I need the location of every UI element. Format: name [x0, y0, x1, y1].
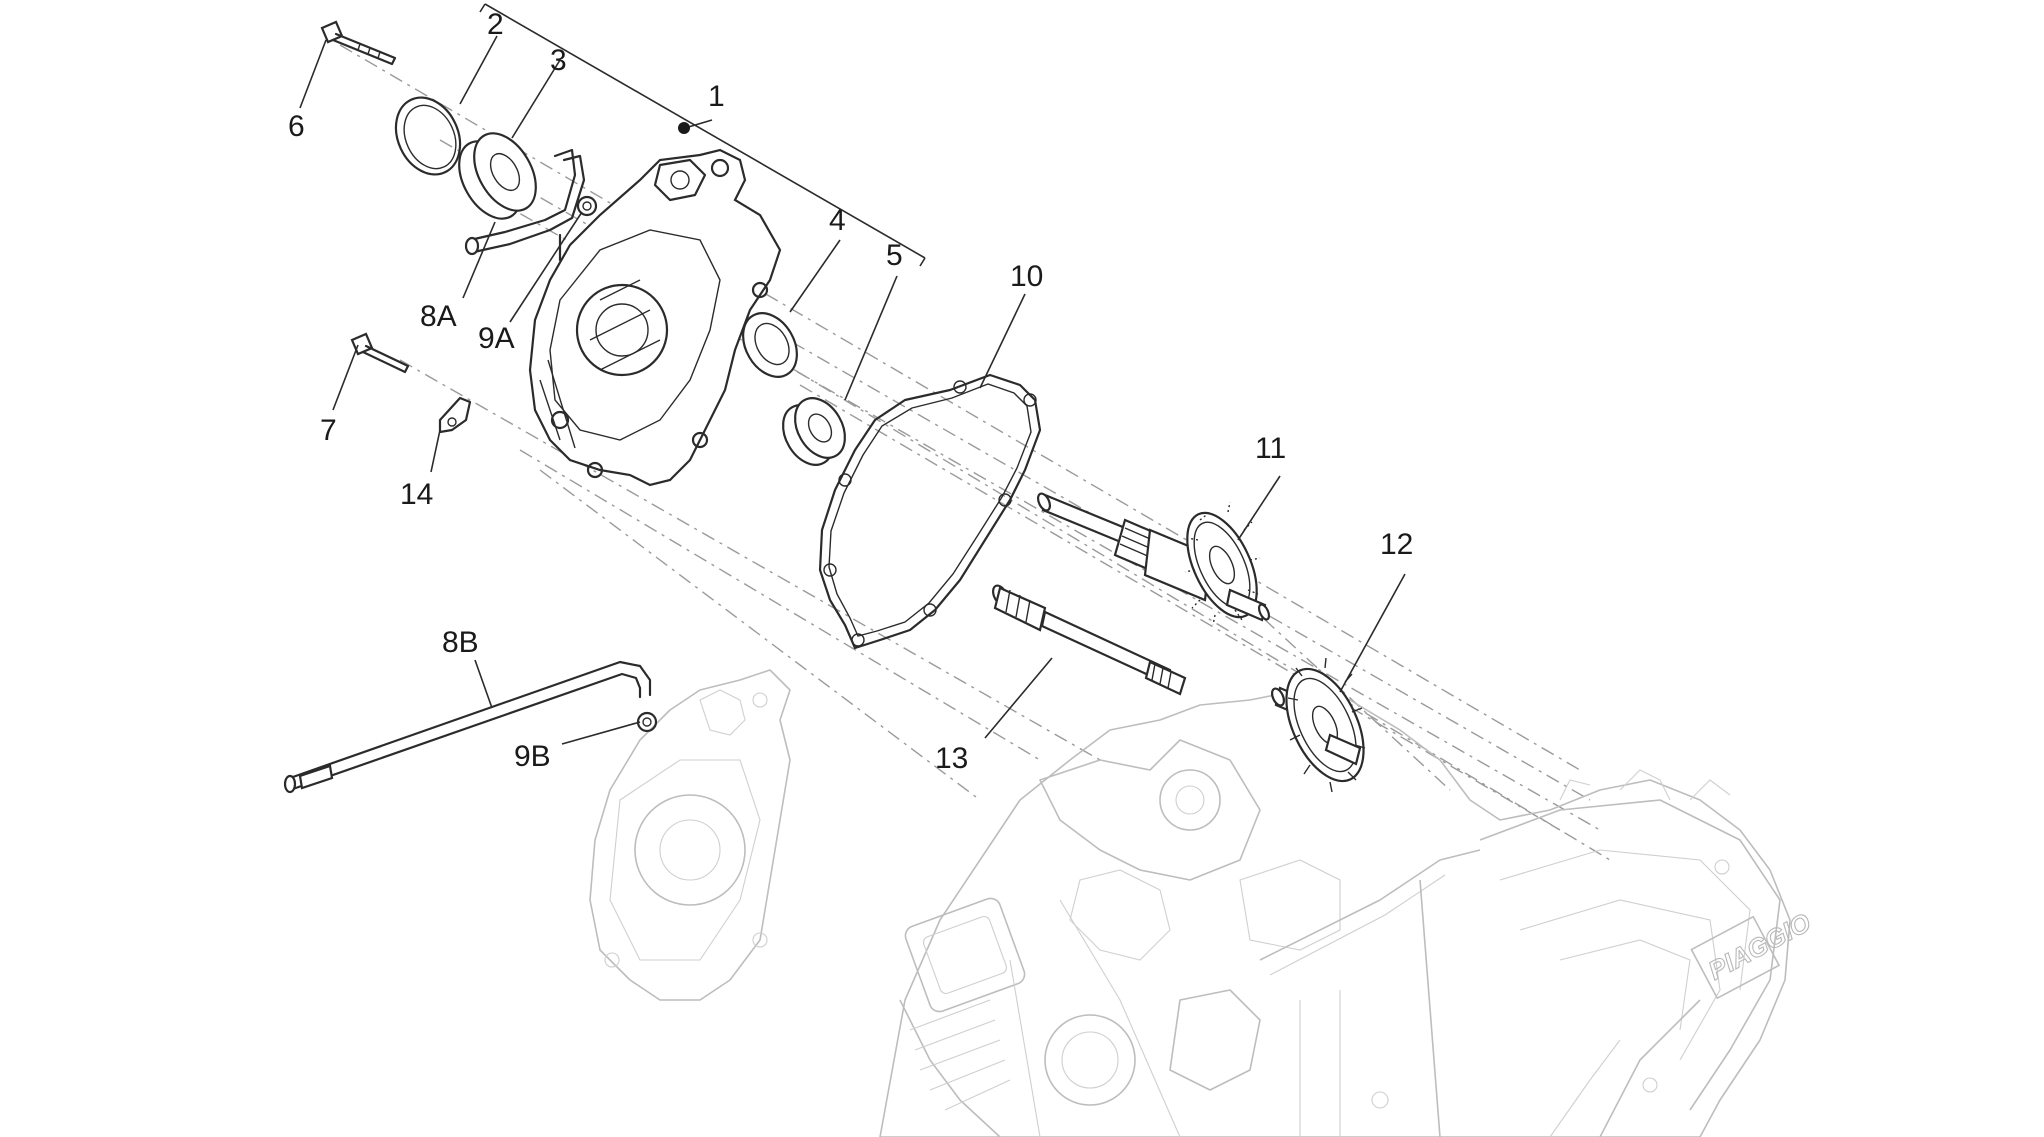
part-7-bolt [350, 332, 410, 374]
part-8B-hose [283, 660, 652, 794]
part-8A-hose [464, 148, 586, 256]
leader-lines [299, 35, 1406, 745]
label-part-3: 3 [550, 44, 567, 77]
assembly-axes [339, 44, 1611, 861]
part-13-intermediate-shaft [992, 584, 1187, 696]
part-4-oil-seal [742, 312, 798, 378]
part-1-leader-dot [678, 122, 690, 134]
part-2-circlip [394, 96, 462, 176]
engine-logo-text: PIAGGIO [1703, 907, 1815, 986]
part-9B-clamp [636, 711, 658, 733]
label-part-7: 7 [320, 414, 337, 447]
label-part-6: 6 [288, 110, 305, 143]
part-3-bearing [458, 132, 537, 220]
label-part-5: 5 [886, 239, 903, 272]
label-part-8A: 8A [420, 300, 457, 333]
label-part-8B: 8B [442, 626, 479, 659]
part-5-bearing [782, 397, 846, 466]
label-part-14: 14 [400, 478, 433, 511]
label-part-9A: 9A [478, 322, 515, 355]
label-part-10: 10 [1010, 260, 1043, 293]
part-14-clip [438, 396, 472, 434]
label-part-11: 11 [1255, 432, 1286, 465]
part-1-cover [528, 148, 782, 487]
part-9A-clamp [576, 195, 598, 217]
part-11-output-shaft [1036, 492, 1271, 626]
label-part-9B: 9B [514, 740, 551, 773]
label-part-4: 4 [829, 204, 846, 237]
label-part-13: 13 [935, 742, 968, 775]
part-1-group-bracket [479, 3, 926, 267]
label-part-2: 2 [487, 8, 504, 41]
crankcase-cover-ghost [589, 669, 791, 1001]
part-12-gear [1270, 657, 1366, 793]
part-labels: 1 2 3 4 5 6 7 8A 8B 9A 9B 10 11 12 13 14 [288, 8, 1413, 775]
part-6-bolt [320, 20, 397, 66]
label-part-12: 12 [1380, 528, 1413, 561]
label-part-1: 1 [708, 80, 725, 113]
part-10-gasket [818, 373, 1042, 650]
